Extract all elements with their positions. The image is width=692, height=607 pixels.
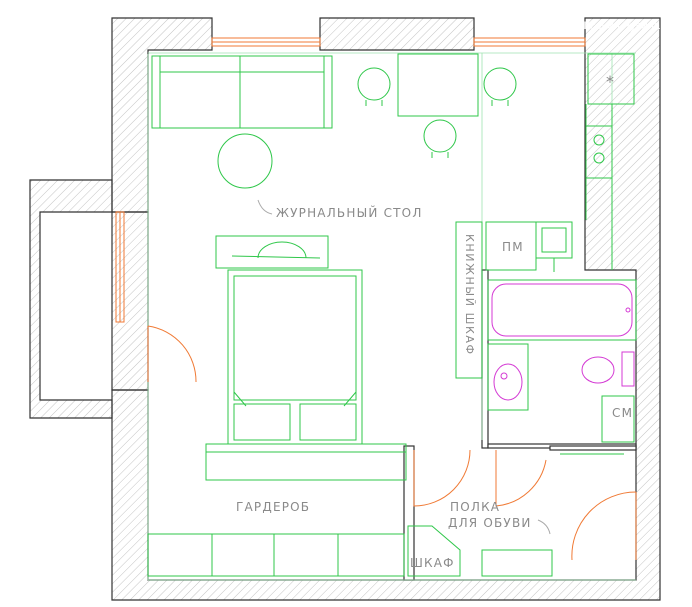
closet — [407, 525, 461, 577]
bathroom — [487, 279, 637, 455]
label-wardrobe: ГАРДЕРОБ — [236, 500, 311, 514]
bed — [227, 269, 363, 445]
doors — [147, 325, 637, 561]
bookshelf — [455, 221, 483, 379]
shoe-shelf — [481, 549, 553, 577]
coffee-table — [217, 133, 273, 189]
watermark: Ксения Чупина — [583, 20, 660, 32]
dining-set — [357, 53, 517, 158]
label-shoe-shelf-2: ДЛЯ ОБУВИ — [448, 516, 532, 530]
kitchen — [485, 53, 635, 272]
label-coffee-table: ЖУРНАЛЬНЫЙ СТОЛ — [276, 206, 423, 220]
label-dishwasher: ПМ — [502, 240, 524, 254]
leader-line — [257, 199, 273, 215]
label-fridge: * — [606, 72, 616, 91]
guide-lines — [147, 52, 636, 581]
windows — [115, 37, 586, 323]
label-closet: ШКАФ — [410, 556, 455, 570]
sofa — [151, 55, 333, 129]
label-shoe-shelf-1: ПОЛКА — [450, 500, 501, 514]
label-bookshelf: КНИЖНЫЙ ШКАФ — [463, 234, 476, 356]
label-washer: СМ — [612, 406, 634, 420]
tv-console — [215, 235, 329, 269]
wardrobe — [147, 443, 407, 577]
